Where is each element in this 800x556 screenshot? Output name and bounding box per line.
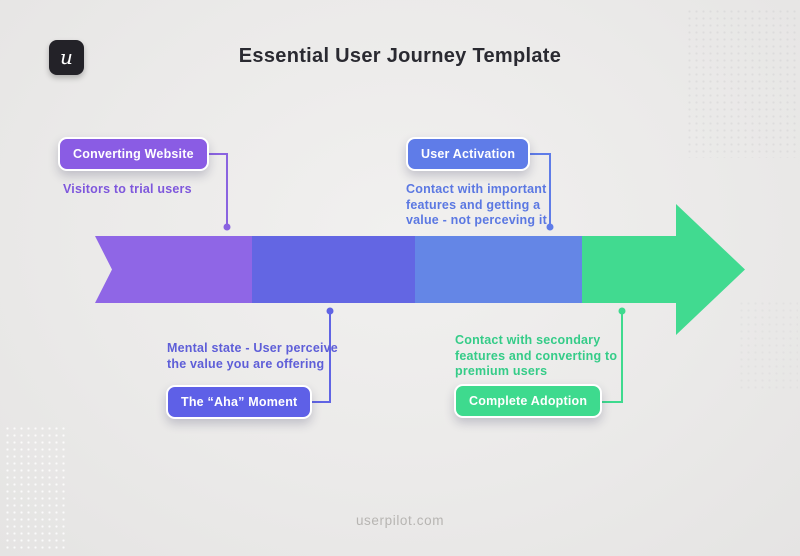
arrow-segment-converting-website (95, 236, 252, 303)
stage-badge-complete-adoption: Complete Adoption (454, 384, 603, 418)
stage-description-aha-moment: Mental state - User perceive the value y… (167, 341, 338, 371)
connector-end-dot (618, 307, 626, 315)
stage-description-converting-website: Visitors to trial users (63, 182, 192, 196)
site-url: userpilot.com (355, 513, 445, 528)
connector-end-dot (546, 223, 554, 231)
stage-badge-user-activation: User Activation (406, 137, 531, 171)
userpilot-logo: u (49, 40, 84, 75)
page-title: Essential User Journey Template (238, 45, 562, 67)
stage-badge-converting-website: Converting Website (58, 137, 209, 171)
stage-description-user-activation: Contact with important features and gett… (406, 182, 547, 227)
stage-description-complete-adoption: Contact with secondary features and conv… (455, 333, 618, 378)
arrow-segment-user-activation (415, 236, 582, 303)
connector-end-dot (223, 223, 231, 231)
logo-letter: u (60, 44, 73, 69)
stage-badge-aha-moment: The “Aha” Moment (166, 385, 313, 419)
arrow-segment-complete-adoption (582, 204, 745, 335)
connector-end-dot (326, 307, 334, 315)
arrow-segment-aha-moment (252, 236, 415, 303)
